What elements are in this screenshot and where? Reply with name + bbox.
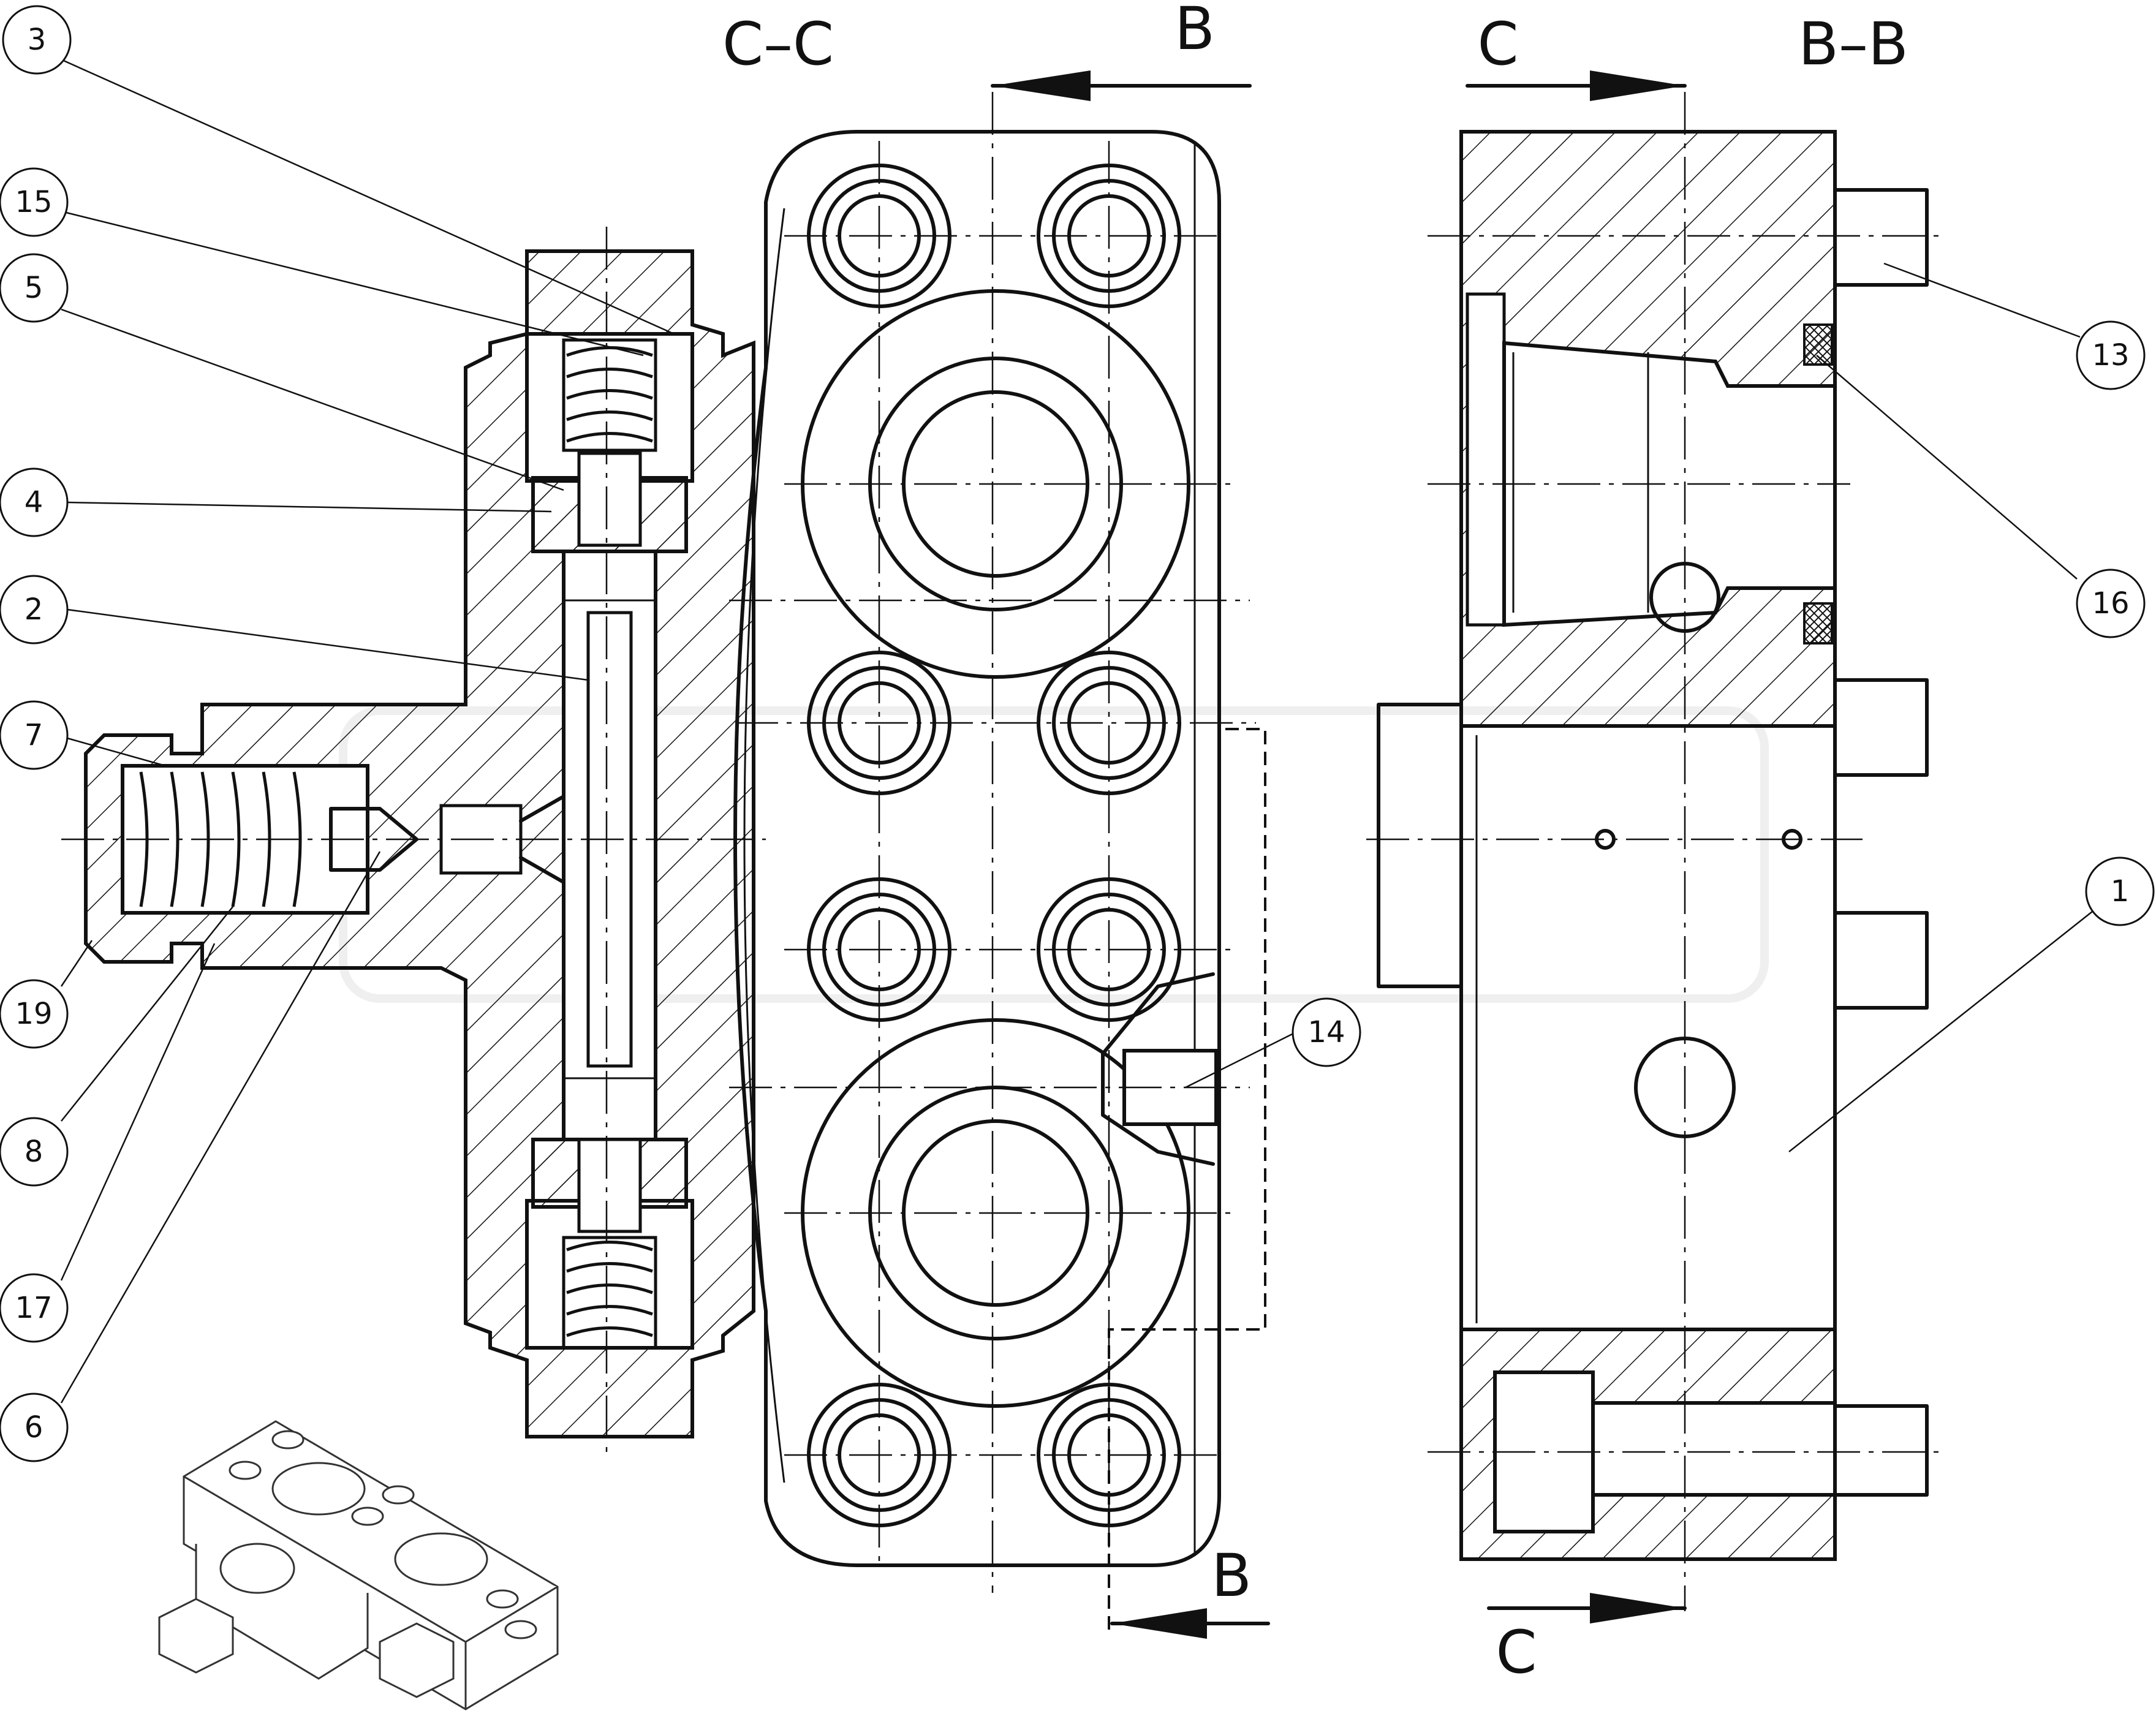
stud-13-b (1833, 678, 1929, 777)
cap-screw-shank (1591, 1401, 1837, 1497)
balloon-13: 13 (2076, 320, 2146, 390)
stud-13-d (1833, 1404, 1929, 1497)
svg-text:15: 15 (15, 185, 52, 219)
balloon-8: 8 (0, 1117, 69, 1187)
svg-text:14: 14 (1307, 1015, 1345, 1049)
seal-16-lower (1803, 602, 1833, 644)
spring-lower (562, 1236, 657, 1350)
flange-face-view (729, 92, 1266, 1630)
isometric-view (158, 1420, 559, 1710)
svg-text:4: 4 (25, 485, 43, 520)
relief-poppet (329, 807, 418, 872)
plug-pocket (1101, 972, 1215, 1166)
svg-text:3: 3 (28, 23, 47, 57)
balloon-19: 19 (0, 979, 69, 1049)
balloon-5: 5 (0, 253, 69, 323)
seal-16-upper (1803, 323, 1833, 366)
svg-text:16: 16 (2092, 586, 2129, 621)
section-cc-title: C–C (722, 10, 834, 78)
cut-label-c-bottom: C (1496, 1618, 1537, 1687)
svg-text:13: 13 (2092, 338, 2129, 372)
section-bb-title: B–B (1798, 10, 1908, 78)
svg-text:19: 19 (15, 997, 52, 1031)
balloon-7: 7 (0, 700, 69, 770)
balloon-4: 4 (0, 467, 69, 537)
balloon-15: 15 (0, 167, 69, 237)
svg-text:1: 1 (2111, 874, 2130, 909)
cutting-plane-c (1466, 70, 1687, 1623)
cut-label-b-bottom: B (1211, 1541, 1252, 1610)
bb-middle-body (1459, 724, 1837, 1331)
balloon-17: 17 (0, 1273, 69, 1343)
section-cc-view (61, 227, 766, 1458)
cut-label-c-top: C (1477, 10, 1518, 78)
balloon-1: 1 (2085, 856, 2155, 926)
balloon-2: 2 (0, 575, 69, 644)
stud-13-c (1833, 911, 1929, 1010)
cutting-plane-b (991, 70, 1270, 1639)
balloon-16: 16 (2076, 569, 2146, 638)
svg-text:2: 2 (25, 592, 43, 627)
svg-text:6: 6 (25, 1410, 43, 1445)
valve-poppet-upper (577, 452, 642, 547)
valve-poppet-lower (577, 1138, 642, 1233)
cut-label-b-top: B (1174, 0, 1215, 63)
svg-text:8: 8 (25, 1135, 43, 1169)
balloon-14: 14 (1292, 997, 1361, 1067)
leader-lines (58, 57, 2099, 1404)
svg-text:7: 7 (25, 718, 43, 752)
balloon-6: 6 (0, 1393, 69, 1462)
flange-outline (733, 130, 1221, 1567)
balloon-3: 3 (2, 5, 72, 75)
stud-13-a (1833, 188, 1929, 287)
svg-text:17: 17 (15, 1291, 52, 1325)
svg-text:5: 5 (25, 271, 43, 305)
section-bb-view (1366, 92, 1942, 1611)
